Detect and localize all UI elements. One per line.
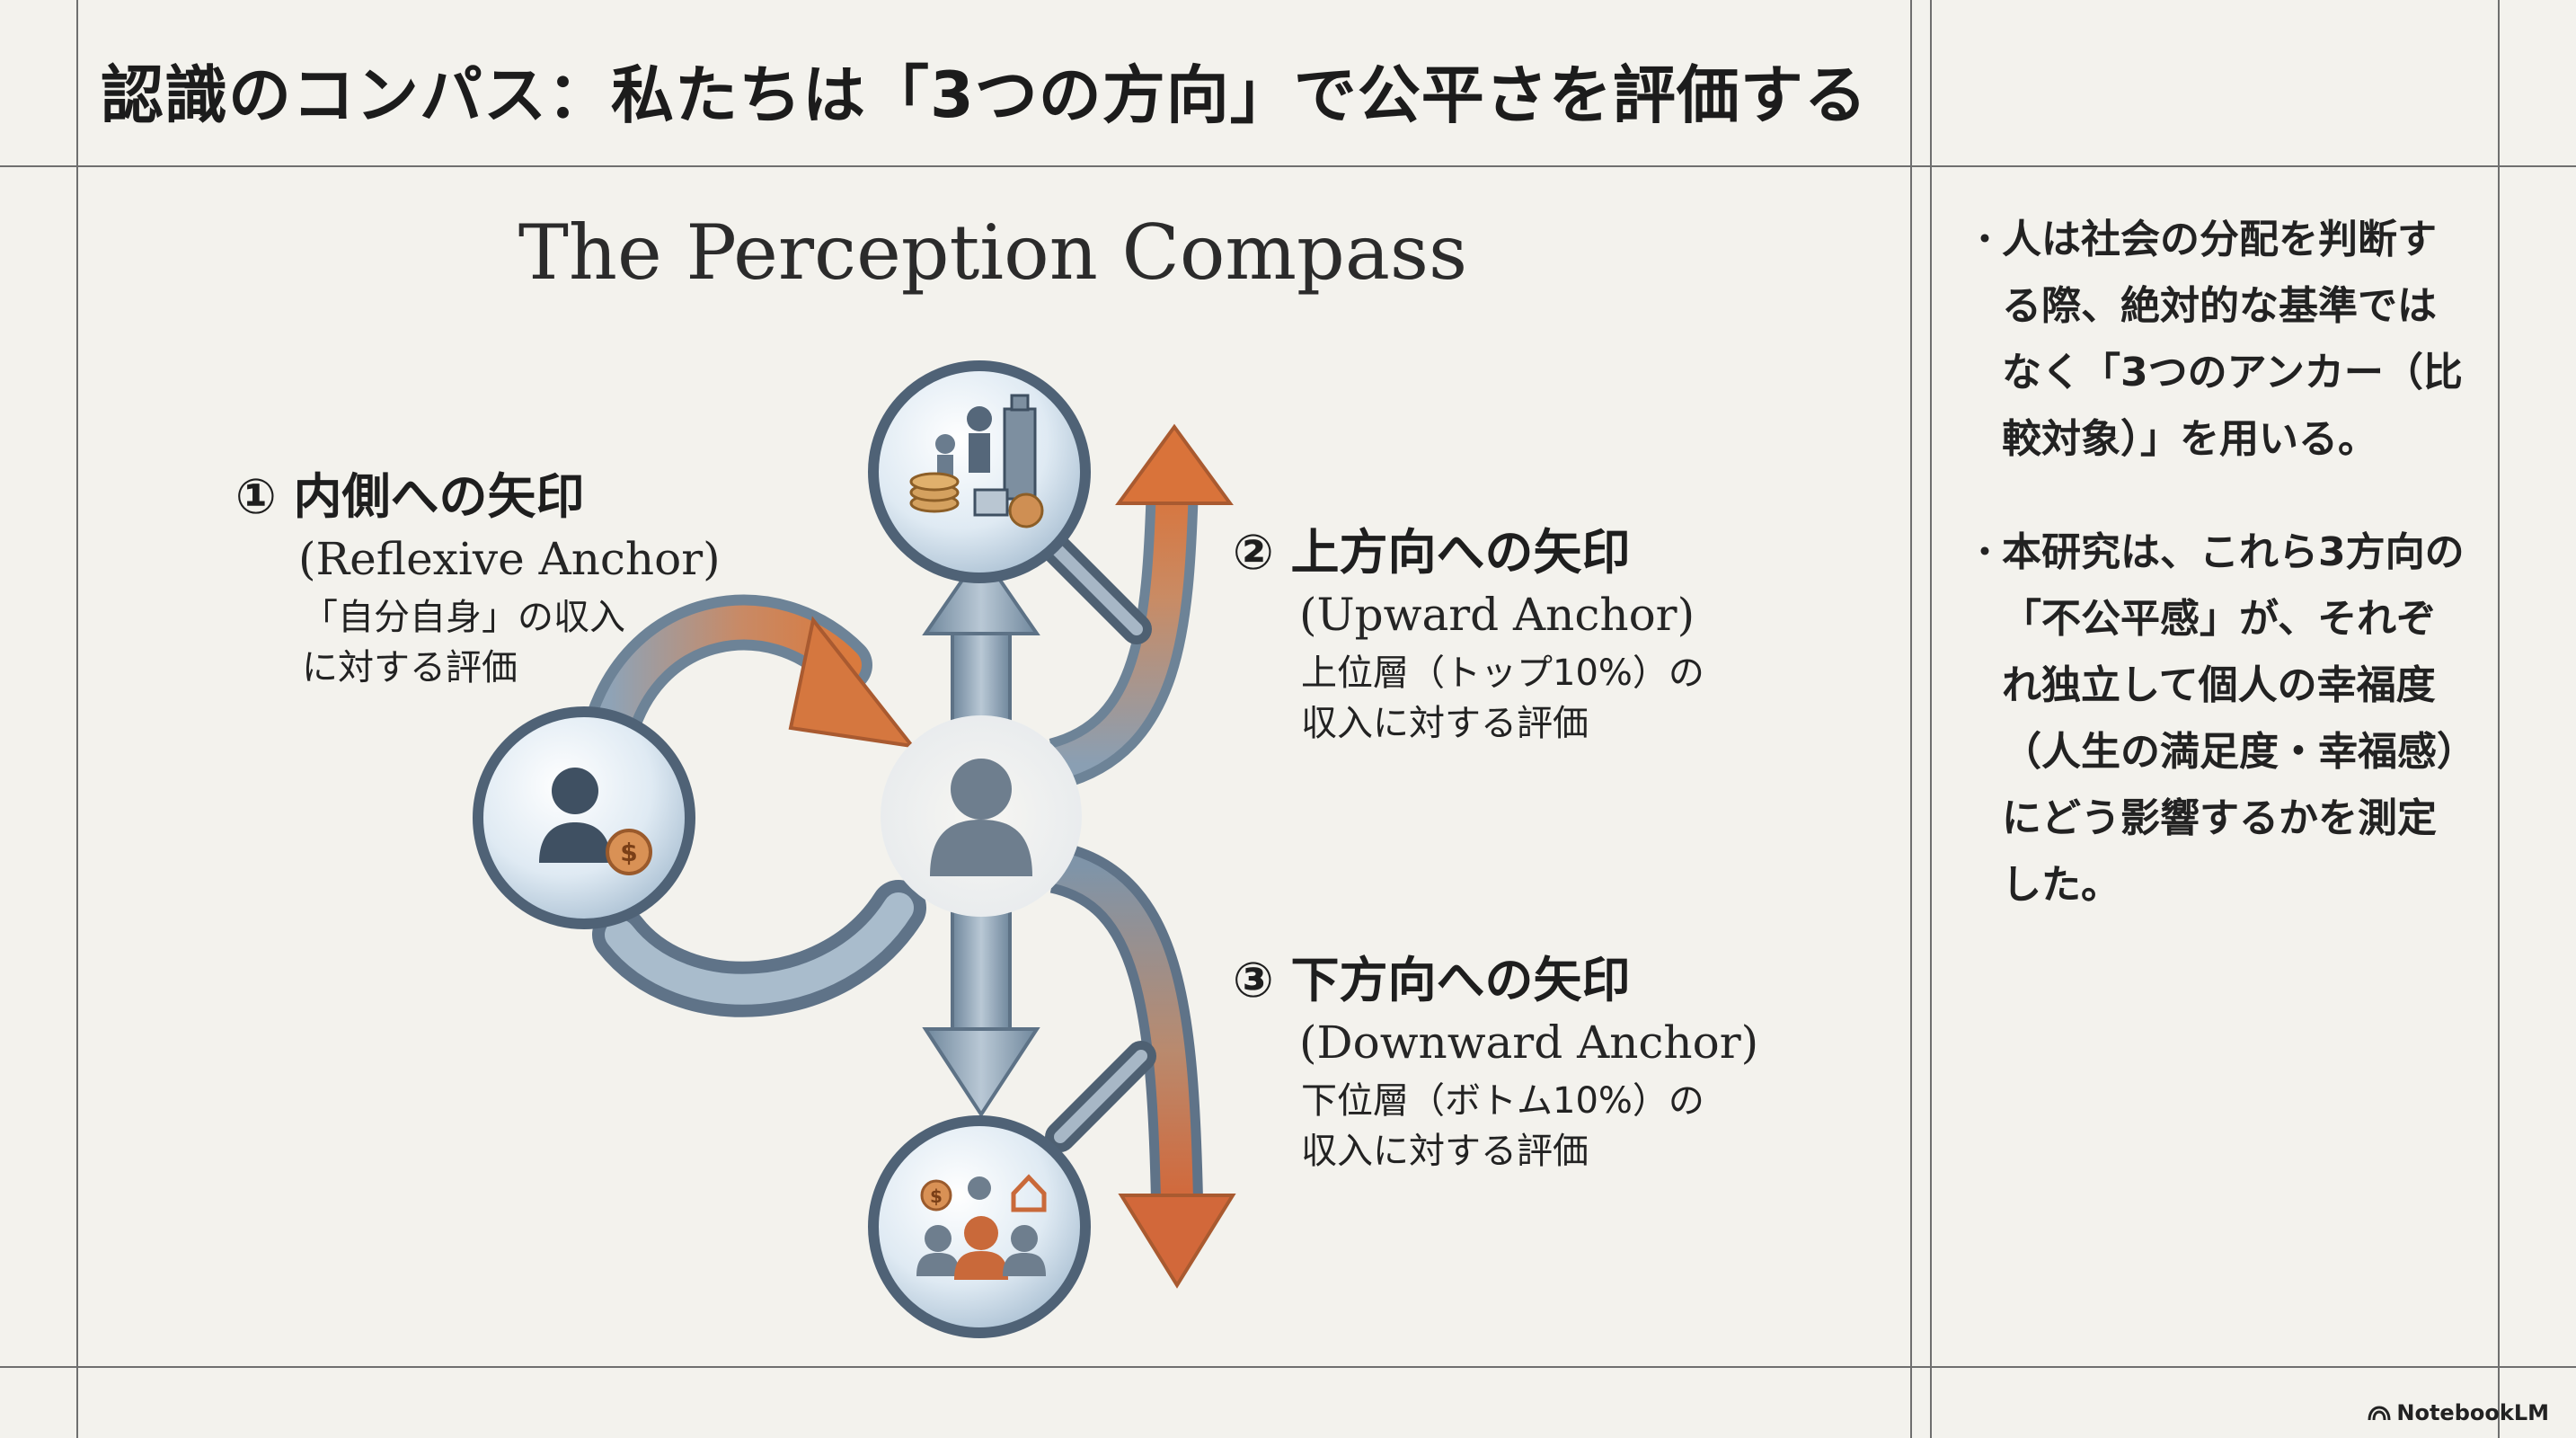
frame-line-bottom <box>0 1366 2576 1368</box>
svg-text:$: $ <box>930 1185 943 1207</box>
upward-anchor-heading: ② 上方向への矢印 <box>1233 524 1631 581</box>
down-arrow-shaft <box>951 897 1012 1035</box>
reflexive-anchor-heading: ① 内側への矢印 <box>235 468 585 525</box>
notebooklm-logo-icon <box>2368 1406 2391 1421</box>
upward-anchor-desc: 上位層（トップ10%）の 収入に対する評価 <box>1301 652 1704 744</box>
frame-line-left <box>76 0 78 1438</box>
down-arrow-head <box>922 1027 1040 1118</box>
bullet-dot: ・ <box>1966 530 2005 574</box>
bullet-item: ・ 人は社会の分配を判断す る際、絶対的な基準では なく「3つのアンカー（比 較… <box>1966 207 2487 473</box>
footer-brand-text: NotebookLM <box>2396 1400 2549 1425</box>
frame-line-top <box>0 165 2576 167</box>
person-income-icon: $ <box>539 768 652 875</box>
person-icon <box>930 759 1032 876</box>
reflexive-circle <box>473 706 695 929</box>
sidebar-bullets: ・ 人は社会の分配を判断す る際、絶対的な基準では なく「3つのアンカー（比 較… <box>1966 207 2487 965</box>
frame-line-mid-a <box>1910 0 1912 1438</box>
downward-anchor-heading: ③ 下方向への矢印 <box>1233 952 1631 1008</box>
diagram-title: The Perception Compass <box>518 209 1468 297</box>
notebooklm-brand: NotebookLM <box>2368 1400 2549 1425</box>
downward-anchor-label: ③ 下方向への矢印 (Downward Anchor) 下位層（ボトム10%）の… <box>1233 940 1758 1176</box>
frame-line-right <box>2498 0 2500 1438</box>
upward-anchor-english: (Upward Anchor) <box>1299 589 1695 641</box>
rich-city-icon <box>909 394 1044 528</box>
community-icon: $ <box>916 1174 1047 1280</box>
downward-anchor-arrowhead <box>1118 1194 1236 1289</box>
reflexive-anchor-english: (Reflexive Anchor) <box>298 533 721 585</box>
bullet-dot: ・ <box>1966 217 2005 262</box>
slide-title: 認識のコンパス：私たちは「3つの方向」で公平さを評価する <box>101 58 1868 132</box>
up-arrow-head <box>922 549 1040 635</box>
upward-anchor-label: ② 上方向への矢印 (Upward Anchor) 上位層（トップ10%）の 収… <box>1233 512 1704 749</box>
reflexive-arrowhead <box>788 616 916 749</box>
downward-anchor-english: (Downward Anchor) <box>1299 1016 1759 1069</box>
frame-line-mid-b <box>1930 0 1932 1438</box>
reflexive-anchor-label: ① 内側への矢印 (Reflexive Anchor) 「自分自身」の収入 に対… <box>235 457 721 693</box>
reflexive-anchor-desc: 「自分自身」の収入 に対する評価 <box>302 597 625 688</box>
downward-anchor-desc: 下位層（ボトム10%）の 収入に対する評価 <box>1301 1080 1704 1172</box>
upward-anchor-arrowhead <box>1115 423 1234 505</box>
svg-text:$: $ <box>620 838 637 867</box>
bullet-item: ・ 本研究は、これら3方向の 「不公平感」が、それぞ れ独立して個人の幸福度 （… <box>1966 519 2487 919</box>
